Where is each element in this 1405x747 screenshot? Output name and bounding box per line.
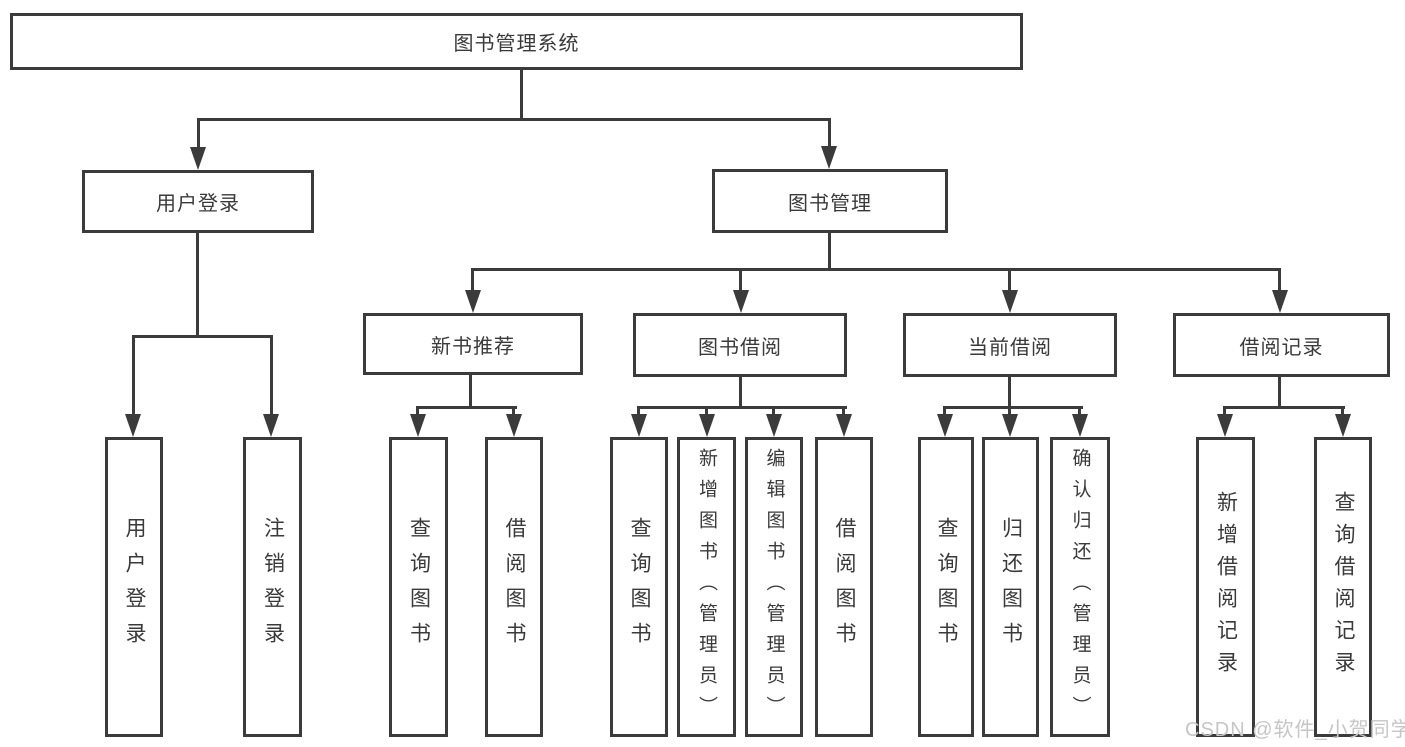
leaf-label: 用户登录 (123, 517, 146, 657)
node-current-borrowing: 当前借阅 (903, 313, 1117, 377)
arrow-down-icon (699, 414, 715, 437)
leaf-nb-query-books: 查询图书 (389, 437, 448, 737)
arrow-down-icon (410, 414, 426, 437)
arrow-down-icon (766, 414, 782, 437)
arrow-down-icon (1072, 414, 1088, 437)
arrow-down-icon (125, 414, 141, 437)
node-new-book-recommend: 新书推荐 (363, 313, 583, 375)
arrow-down-icon (1272, 290, 1288, 313)
leaf-bb-query-books: 查询图书 (610, 437, 668, 737)
leaf-bb-add-books-admin: 新增图书（管理员） (677, 437, 736, 737)
connector-line (1008, 268, 1011, 290)
arrow-down-icon (190, 147, 206, 170)
node-label: 借阅记录 (1239, 336, 1324, 359)
connector-line (1341, 406, 1344, 414)
connector-line (471, 268, 1281, 271)
connector-line (1008, 377, 1011, 406)
node-label: 当前借阅 (968, 336, 1052, 359)
arrow-down-icon (1002, 290, 1018, 313)
connector-line (828, 233, 831, 268)
connector-line (132, 335, 273, 338)
node-root-library-system: 图书管理系统 (10, 13, 1023, 70)
node-label: 用户登录 (156, 193, 240, 215)
leaf-nb-borrow-books: 借阅图书 (485, 437, 543, 737)
leaf-label: 查询借阅记录 (1332, 491, 1355, 683)
connector-line (196, 233, 199, 335)
leaf-label: 新增借阅记录 (1214, 491, 1238, 683)
arrow-down-icon (465, 290, 481, 313)
connector-line (739, 268, 742, 290)
arrow-down-icon (1002, 414, 1018, 437)
arrow-down-icon (506, 414, 522, 437)
leaf-logout: 注销登录 (243, 437, 302, 737)
node-label: 图书管理系统 (453, 33, 580, 55)
connector-line (270, 335, 273, 414)
connector-line (637, 406, 847, 409)
connector-line (1008, 406, 1011, 414)
connector-line (197, 118, 200, 147)
leaf-label: 注销登录 (261, 517, 285, 657)
leaf-bb-edit-books-admin: 编辑图书（管理员） (745, 437, 803, 737)
arrow-down-icon (821, 146, 837, 169)
connector-line (1223, 406, 1345, 409)
leaf-br-query-record: 查询借阅记录 (1314, 437, 1372, 737)
arrow-down-icon (631, 414, 647, 437)
connector-line (637, 406, 640, 414)
arrow-down-icon (836, 414, 852, 437)
arrow-down-icon (733, 290, 749, 313)
node-user-login: 用户登录 (82, 170, 314, 233)
connector-line (1278, 377, 1281, 406)
connector-line (416, 406, 517, 409)
connector-line (772, 406, 775, 414)
leaf-label: 查询图书 (628, 517, 651, 657)
connector-line (471, 268, 474, 290)
connector-line (416, 406, 419, 414)
node-label: 图书借阅 (698, 336, 782, 359)
connector-line (828, 118, 831, 146)
leaf-cb-return-books: 归还图书 (982, 437, 1039, 737)
leaf-label: 编辑图书（管理员） (763, 447, 785, 727)
connector-line (197, 118, 831, 121)
leaf-label: 查询图书 (407, 517, 431, 657)
leaf-label: 借阅图书 (503, 517, 526, 657)
arrow-down-icon (937, 414, 953, 437)
connector-line (520, 70, 523, 118)
connector-line (705, 406, 708, 414)
node-book-management: 图书管理 (712, 169, 948, 233)
connector-line (842, 406, 845, 414)
connector-line (512, 406, 515, 414)
csdn-watermark: CSDN @软件_小贺同学 (1185, 719, 1405, 741)
leaf-user-login: 用户登录 (105, 437, 163, 737)
node-label: 图书管理 (788, 192, 872, 215)
leaf-bb-borrow-books: 借阅图书 (815, 437, 873, 737)
connector-line (132, 335, 135, 414)
connector-line (1278, 268, 1281, 290)
leaf-cb-confirm-return-admin: 确认归还（管理员） (1050, 437, 1110, 737)
leaf-label: 确认归还（管理员） (1069, 447, 1091, 727)
node-book-borrowing: 图书借阅 (633, 313, 847, 377)
arrow-down-icon (1335, 414, 1351, 437)
leaf-br-add-record: 新增借阅记录 (1196, 437, 1255, 737)
leaf-label: 借阅图书 (833, 517, 856, 657)
leaf-label: 新增图书（管理员） (696, 447, 717, 727)
arrow-down-icon (1217, 414, 1233, 437)
arrow-down-icon (263, 414, 279, 437)
connector-line (943, 406, 946, 414)
leaf-cb-query-books: 查询图书 (918, 437, 974, 737)
connector-line (1078, 406, 1081, 414)
connector-line (739, 377, 742, 406)
node-borrowing-records: 借阅记录 (1173, 313, 1390, 377)
leaf-label: 归还图书 (999, 517, 1023, 657)
connector-line (1223, 406, 1226, 414)
node-label: 新书推荐 (431, 335, 515, 358)
connector-line (943, 406, 1083, 409)
connector-line (469, 375, 472, 406)
leaf-label: 查询图书 (935, 517, 958, 657)
